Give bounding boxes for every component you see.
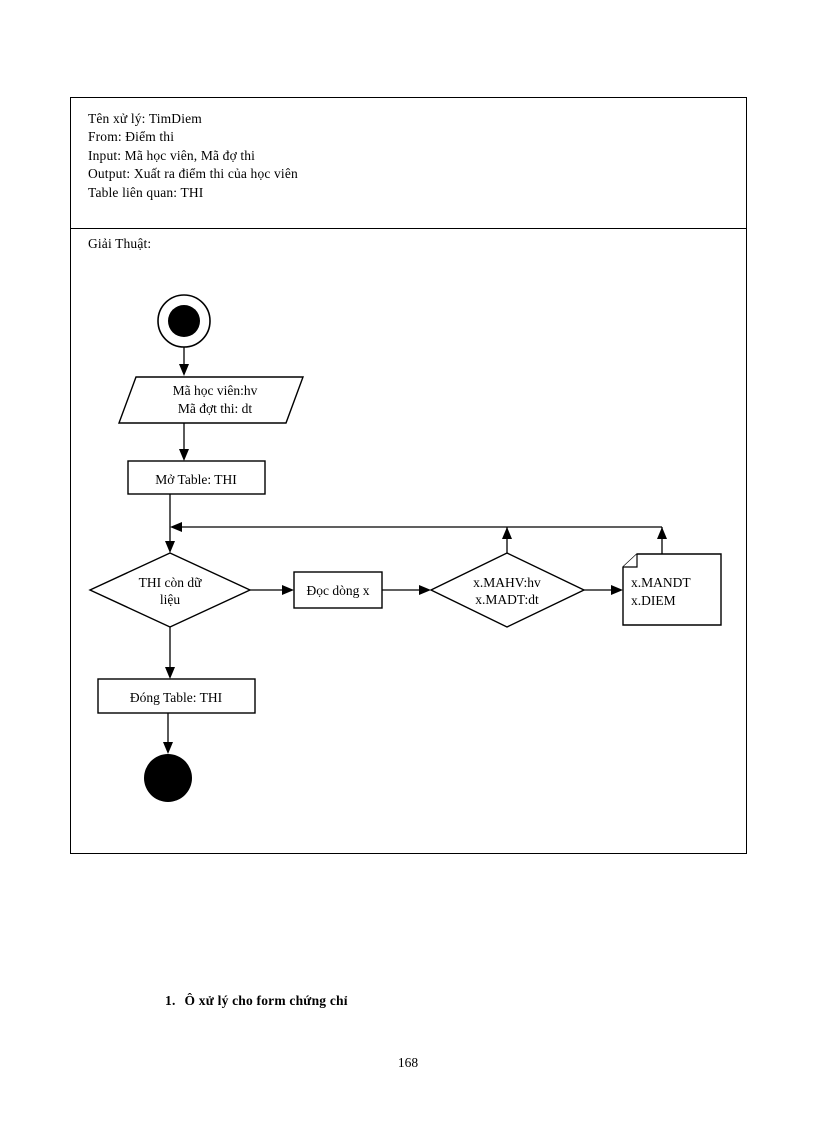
start-node	[157, 294, 211, 348]
connector-match-condition-to-output-note	[584, 585, 623, 595]
connector-loop-condition-to-close-table	[165, 627, 175, 679]
algorithm-flowchart: Mã học viên:hv Mã đợt thi: dt Mở Table: …	[88, 294, 722, 802]
connector-loop-back-rail	[170, 522, 667, 586]
match-condition-line1: x.MAHV:hv	[473, 575, 541, 590]
connector-close-table-to-end	[163, 713, 173, 754]
spec-line-from: From: Điểm thi	[88, 129, 175, 145]
close-table-node: Đóng Table: THI	[97, 678, 256, 714]
match-condition-line2: x.MADT:dt	[475, 592, 539, 607]
loop-condition-line1: THI còn dữ	[139, 575, 202, 590]
match-condition-node: x.MAHV:hv x.MADT:dt	[429, 552, 586, 628]
section-caption: 1. Ô xử lý cho form chứng chỉ	[165, 993, 348, 1009]
caption-number: 1.	[165, 993, 176, 1008]
input-node-line1: Mã học viên:hv	[173, 383, 258, 398]
spec-line-input: Input: Mã học viên, Mã đợ thi	[88, 147, 256, 163]
algorithm-section-label: Giải Thuật:	[88, 236, 152, 251]
spec-line-output: Output: Xuất ra điểm thi của học viên	[88, 166, 298, 182]
connector-start-to-input	[179, 347, 189, 376]
input-node: Mã học viên:hv Mã đợt thi: dt	[117, 376, 305, 424]
specification-header-section: Tên xử lý: TimDiem From: Điểm thi Input:…	[71, 98, 746, 229]
output-note-node: x.MANDT x.DIEM	[622, 553, 722, 626]
output-note-line1: x.MANDT	[631, 575, 691, 590]
loop-condition-line2: liệu	[160, 592, 180, 607]
input-node-line2: Mã đợt thi: dt	[178, 401, 253, 416]
connector-loop-condition-to-read-row	[250, 585, 294, 595]
caption-text: Ô xử lý cho form chứng chỉ	[184, 993, 348, 1008]
read-row-node: Đọc dòng x	[293, 571, 383, 609]
read-row-node-label: Đọc dòng x	[307, 583, 370, 598]
spec-line-related-table: Table liên quan: THI	[88, 184, 204, 200]
process-specification-frame: Tên xử lý: TimDiem From: Điểm thi Input:…	[70, 97, 747, 854]
output-note-line2: x.DIEM	[631, 593, 676, 608]
close-table-node-label: Đóng Table: THI	[130, 690, 223, 705]
end-node	[144, 754, 192, 802]
connector-input-to-open-table	[179, 423, 189, 461]
connector-open-table-to-loop-condition	[165, 494, 175, 553]
connector-read-row-to-match-condition	[382, 585, 431, 595]
page-number: 168	[397, 1055, 419, 1070]
specification-header-lines: Tên xử lý: TimDiem From: Điểm thi Input:…	[88, 110, 298, 202]
open-table-node-label: Mở Table: THI	[155, 472, 237, 487]
spec-line-process-name: Tên xử lý: TimDiem	[88, 111, 202, 126]
open-table-node: Mở Table: THI	[127, 460, 266, 495]
loop-condition-node: THI còn dữ liệu	[88, 552, 252, 628]
